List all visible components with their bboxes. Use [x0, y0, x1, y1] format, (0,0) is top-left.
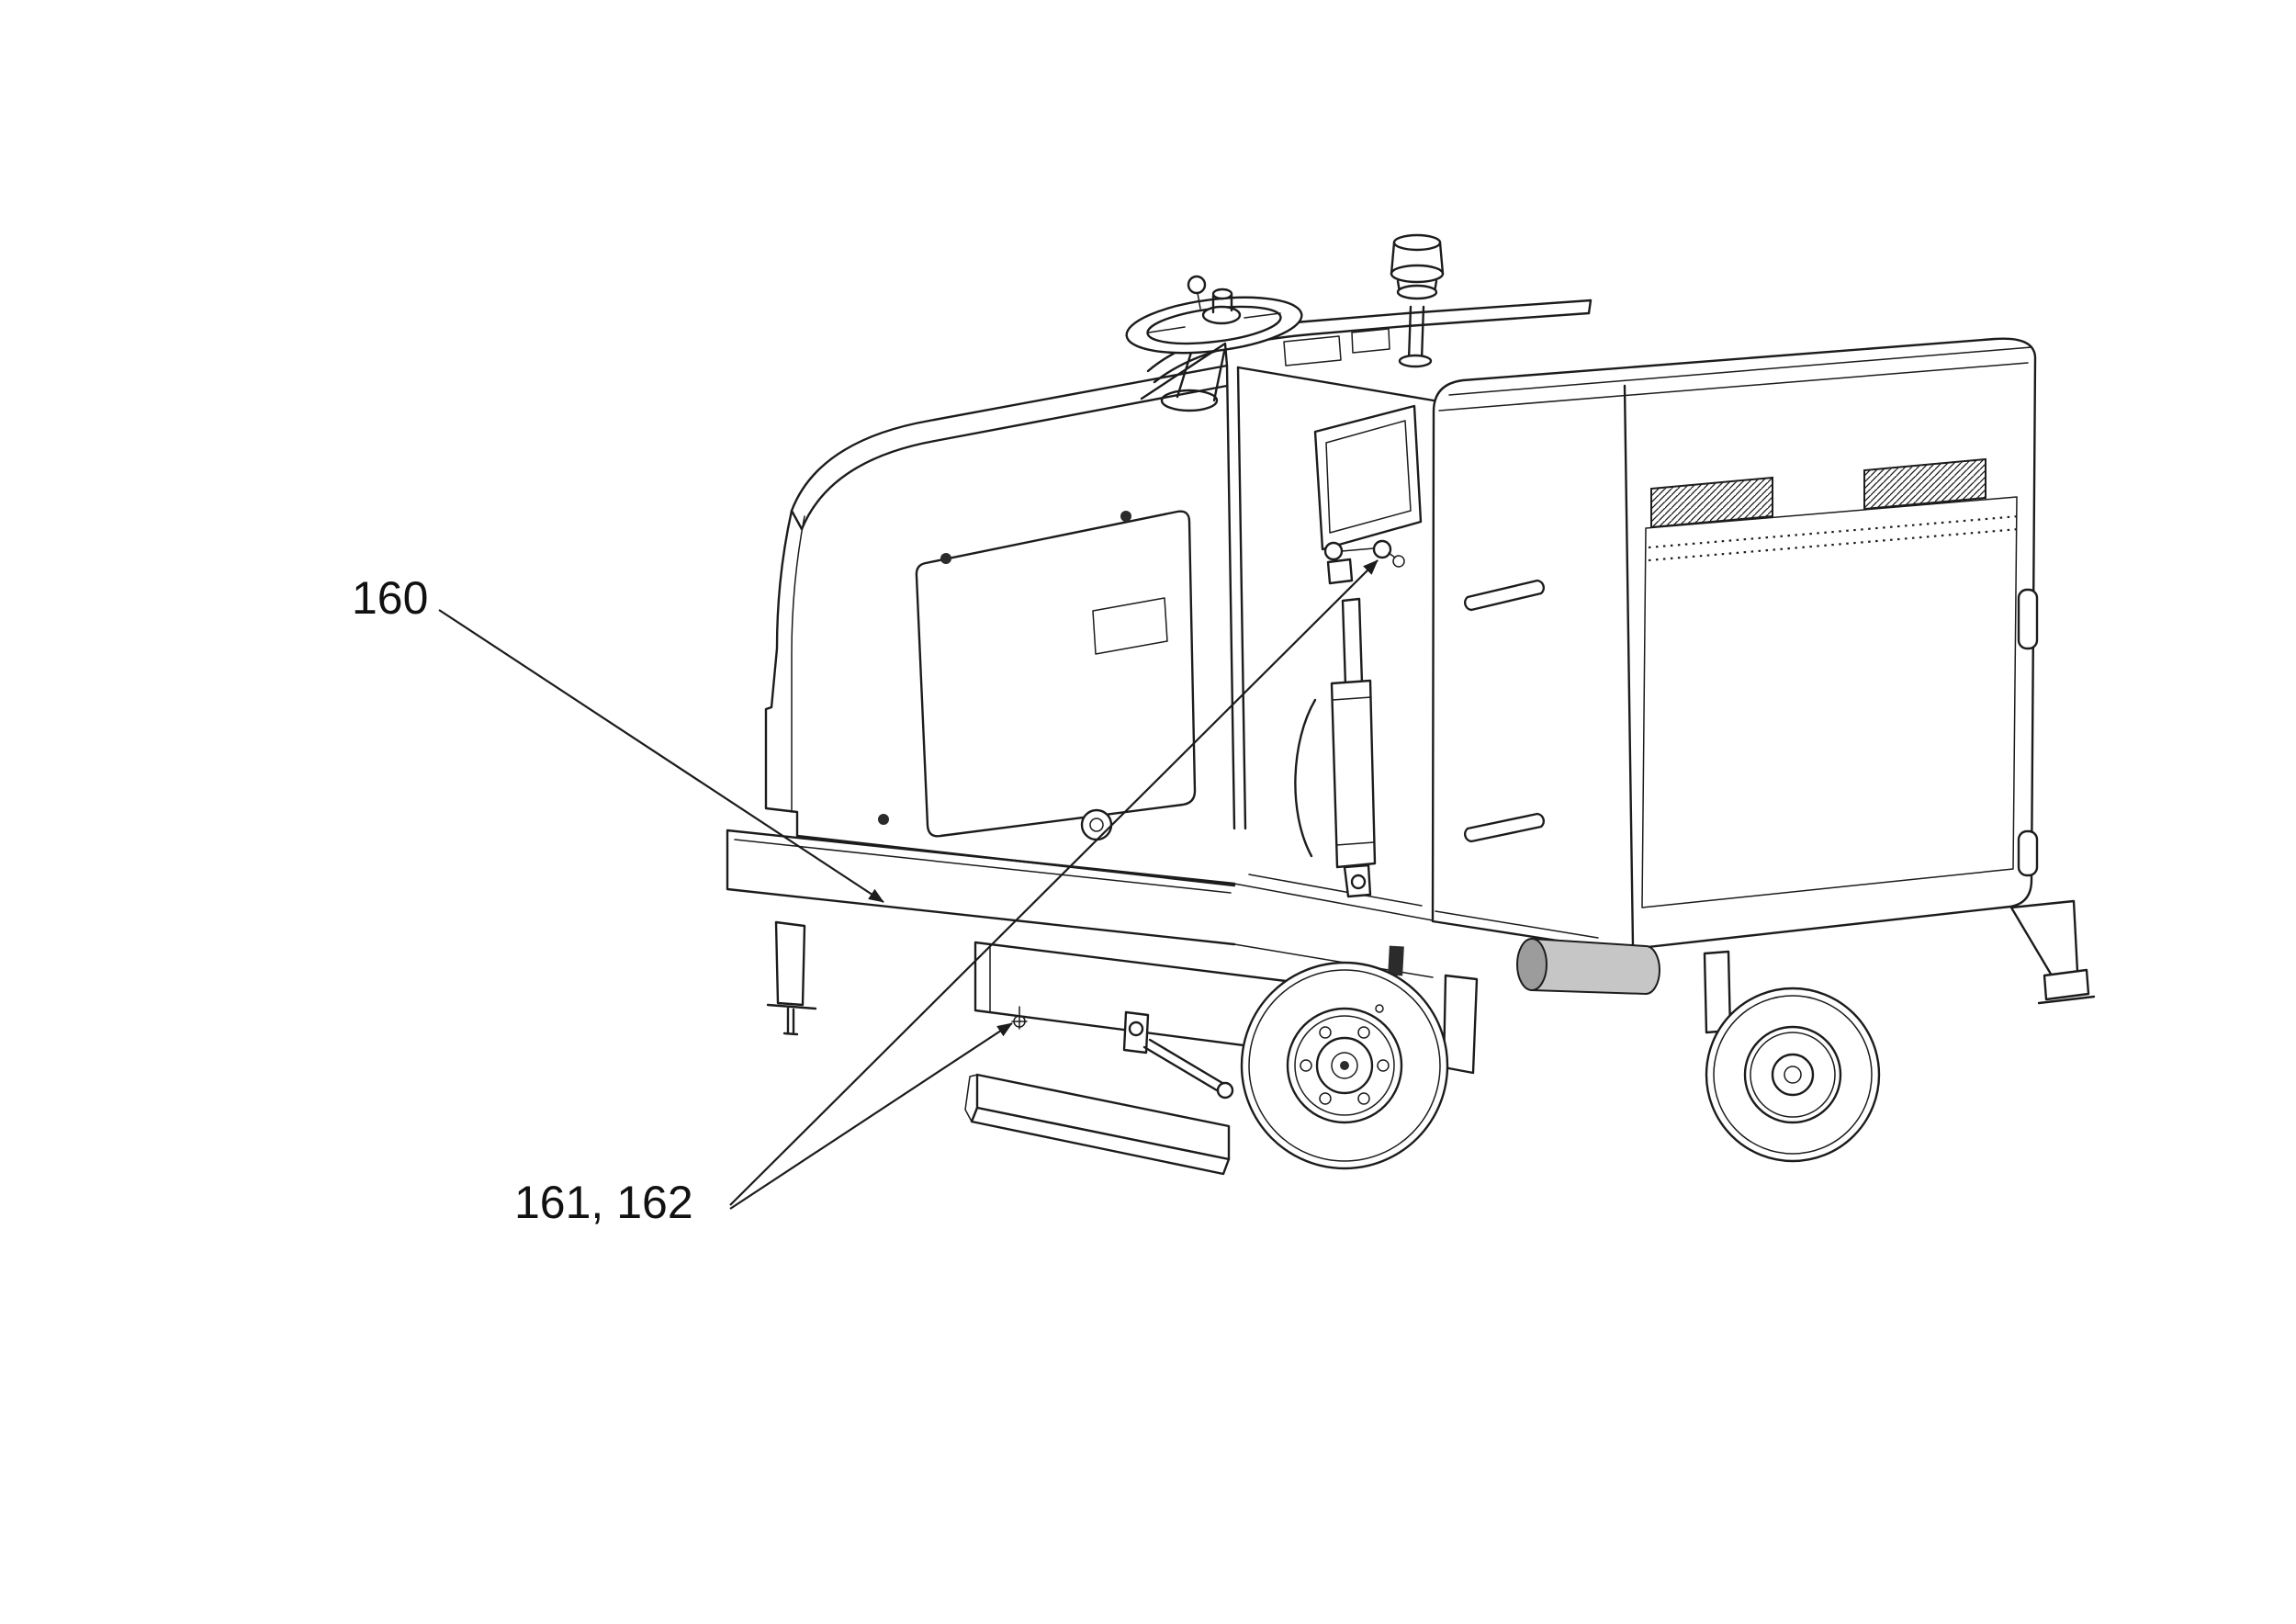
- screw: [940, 553, 951, 564]
- valve-fitting: [1372, 539, 1392, 559]
- door-latch: [1080, 808, 1113, 841]
- handle-slot-lower: [1464, 812, 1545, 843]
- vent-grille-right: [1863, 457, 1986, 511]
- label-plate: [1092, 597, 1168, 655]
- cylinder-rod: [1341, 597, 1364, 687]
- callouts: 160 161, 162: [352, 559, 1379, 1228]
- front-wheel: [1240, 961, 1449, 1170]
- beacon-light: [1390, 233, 1445, 368]
- linkage-assembly: [1122, 1010, 1234, 1100]
- latch-upper: [2017, 588, 2039, 650]
- squeegee-assembly: [964, 1073, 1231, 1176]
- rear-wheel: [1705, 987, 1881, 1163]
- front-bracket: [774, 920, 806, 1007]
- leader-line-160: [438, 609, 884, 903]
- rear-corner-bracket: [2009, 899, 2096, 1005]
- grease-fitting: [1011, 1006, 1028, 1030]
- screw: [1120, 511, 1131, 522]
- wheel-side-bracket: [1442, 974, 1479, 1075]
- hydraulic-cylinder: [1330, 679, 1377, 869]
- callout-161-162: 161, 162: [514, 1177, 693, 1228]
- screw: [878, 814, 889, 825]
- hydraulic-compartment: [1236, 366, 1435, 907]
- latch-lower: [2017, 829, 2039, 877]
- vent-grille-left: [1650, 476, 1773, 529]
- hydraulic-hose: [1294, 698, 1317, 858]
- callout-160: 160: [352, 572, 428, 624]
- machine-illustration: [726, 233, 2096, 1176]
- leader-line-161-162-upper: [729, 559, 1379, 1206]
- side-door-panel: [915, 510, 1197, 838]
- leader-line-161-162-lower: [729, 1022, 1013, 1210]
- chassis: [726, 829, 1479, 1100]
- handle-slot-upper: [1464, 579, 1545, 612]
- chassis-slot: [1388, 945, 1404, 976]
- under-box-tank: [1516, 938, 1732, 1034]
- rear-box: [1431, 337, 2039, 952]
- steering-wheel: [1125, 275, 1303, 412]
- cab-body: [764, 342, 1247, 887]
